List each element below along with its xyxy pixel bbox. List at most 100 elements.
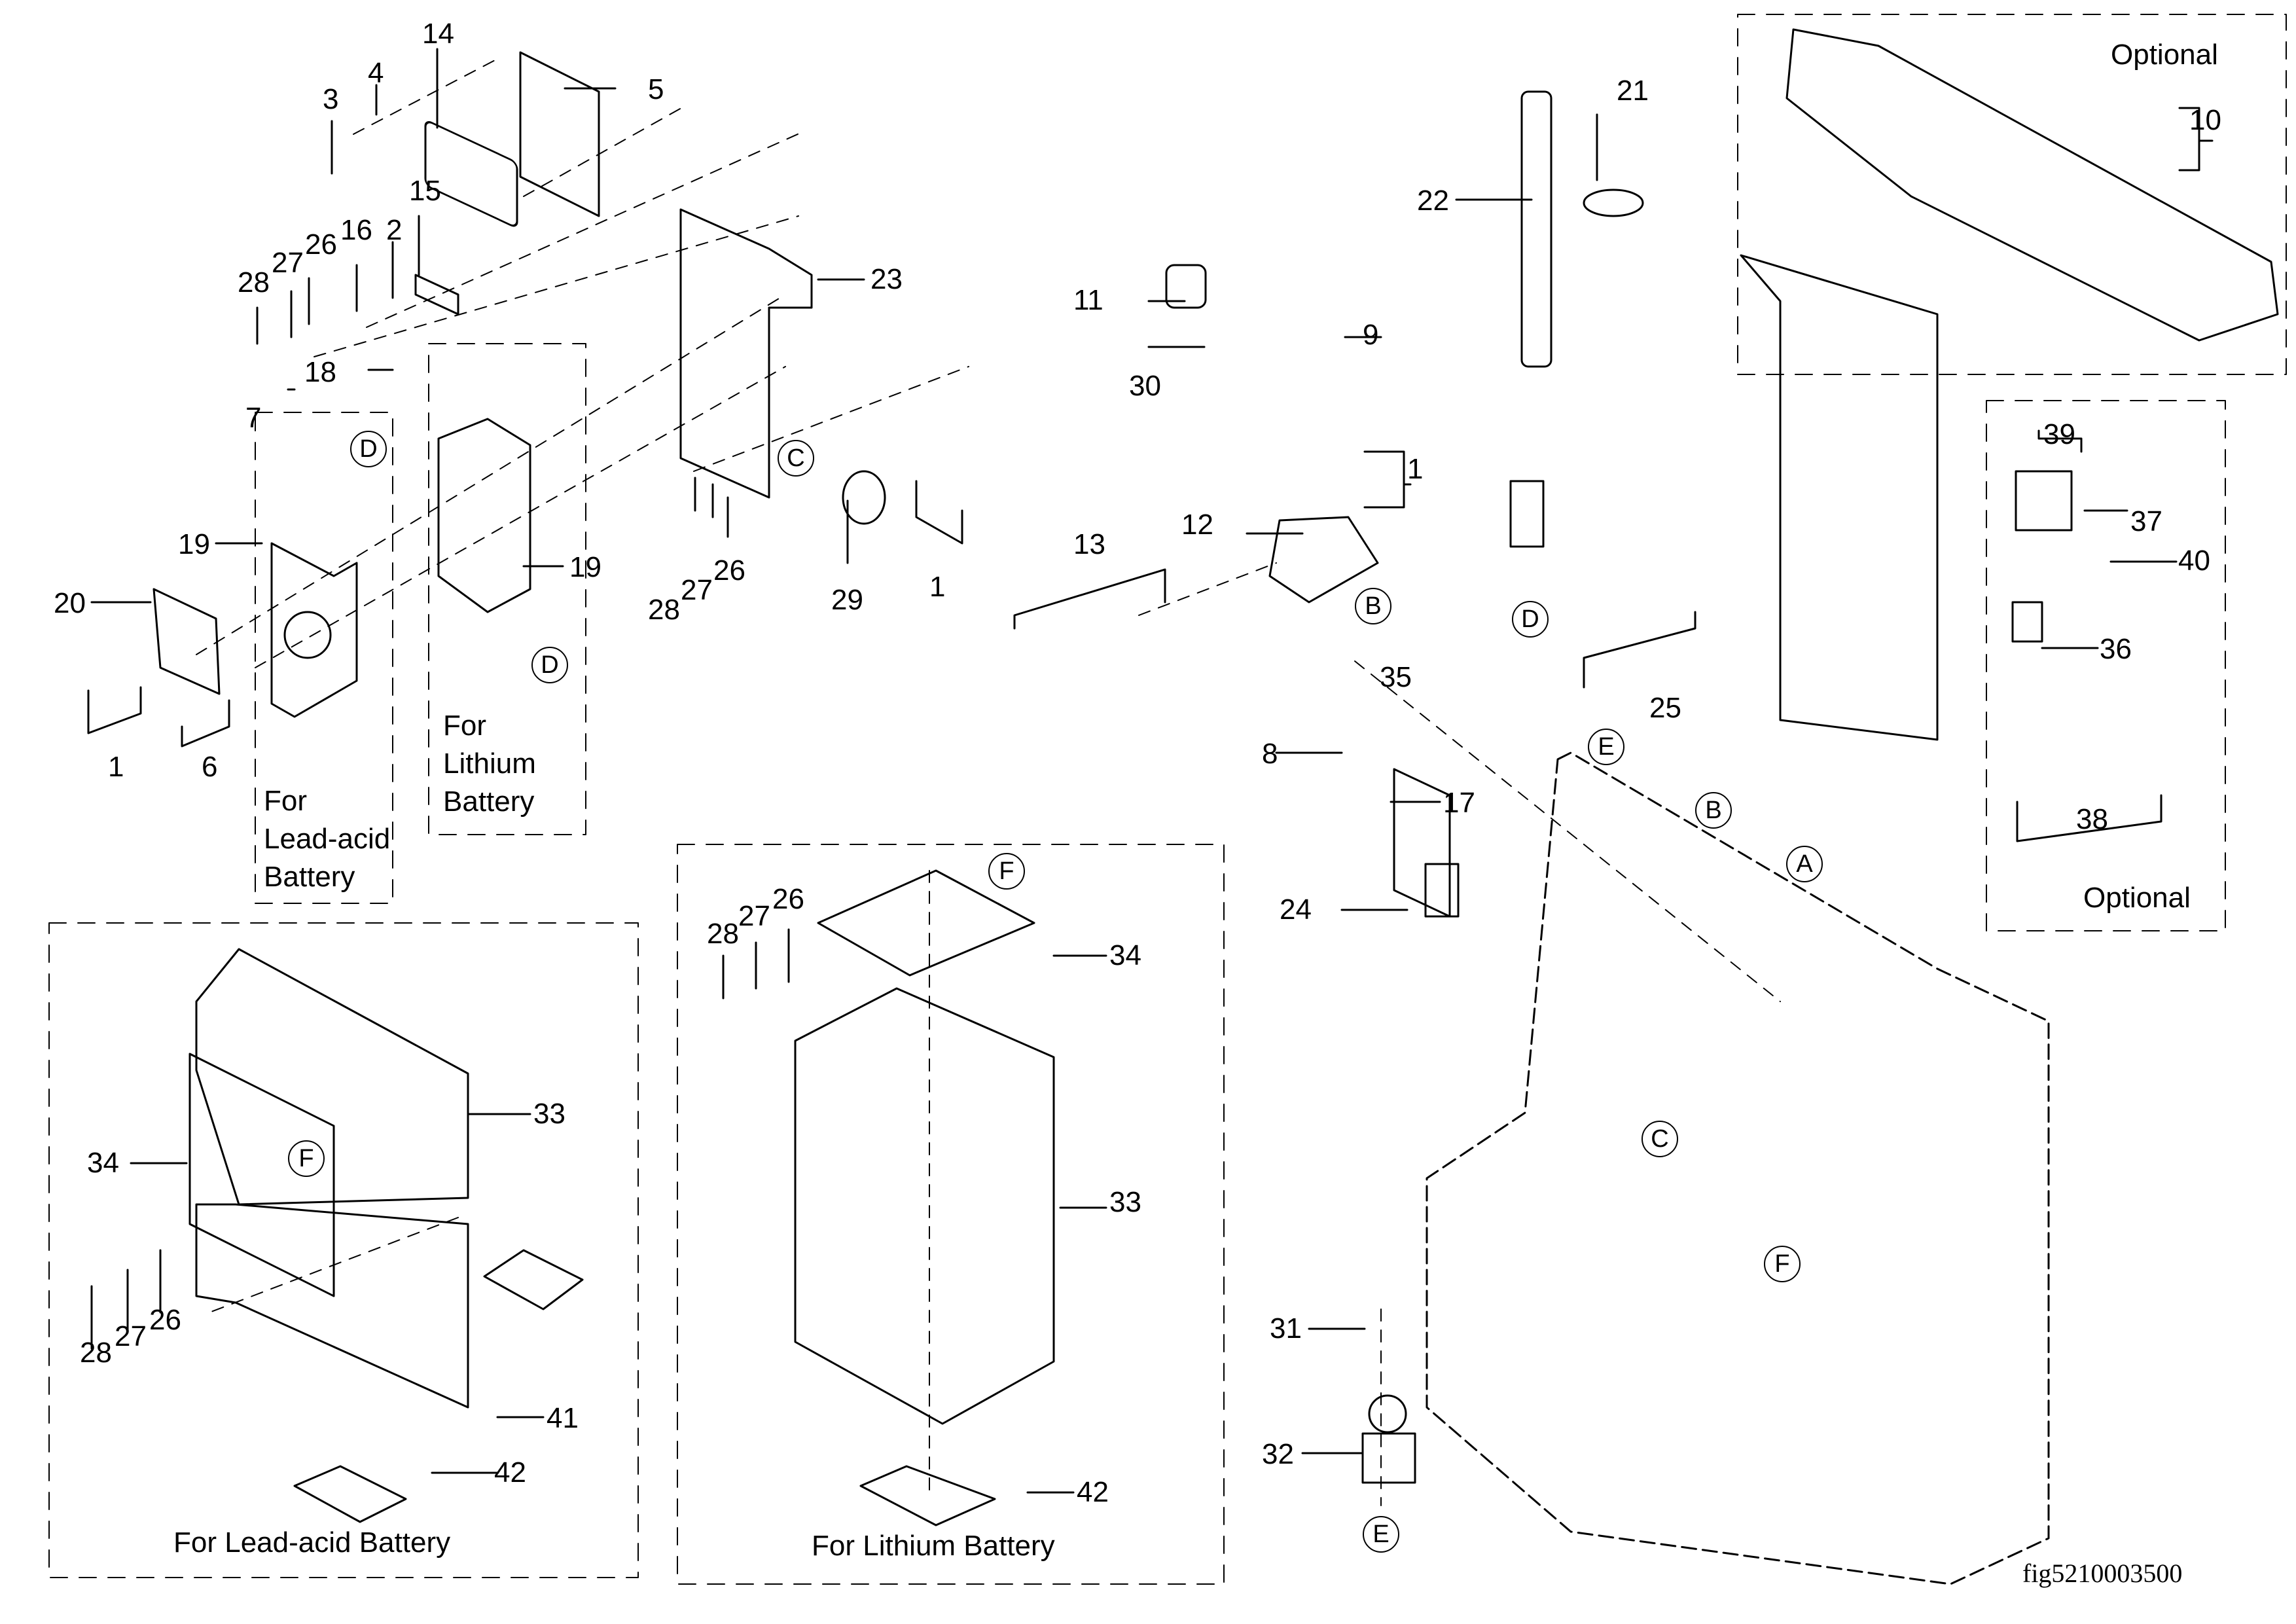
lead-acid-battery-bottom [195, 1203, 469, 1409]
callout-12: 12 [1181, 509, 1213, 541]
caption-lithium-charger: For Lithium Battery [443, 707, 536, 821]
callout-26c: 26 [149, 1304, 181, 1336]
callout-15: 15 [409, 175, 441, 207]
lead-acid-battery-top [195, 948, 469, 1206]
caption-line: Lead-acid [264, 823, 391, 856]
callout-14: 14 [422, 18, 454, 50]
lead-acid-charger-box [255, 412, 393, 904]
callout-28a: 28 [238, 266, 270, 298]
ref-mark-D: D [531, 647, 568, 683]
callout-28c: 28 [80, 1337, 112, 1369]
callout-19a: 19 [178, 528, 210, 560]
callout-33a: 33 [533, 1098, 565, 1130]
caption-optional-top: Optional [2111, 39, 2218, 71]
callout-8: 8 [1262, 738, 1278, 770]
part-42-pad-mid [483, 1249, 584, 1310]
callout-34a: 34 [87, 1147, 119, 1179]
ref-mark-F: F [288, 1140, 325, 1177]
callout-28b: 28 [648, 594, 680, 626]
callout-27d: 27 [738, 900, 770, 932]
truck-body [1426, 751, 2050, 1585]
callout-30: 30 [1129, 370, 1161, 402]
part-14-controller [424, 121, 518, 227]
callout-33b: 33 [1109, 1186, 1141, 1218]
callout-42b: 42 [1077, 1476, 1109, 1508]
caption-lead-acid-charger: For Lead-acid Battery [264, 782, 390, 896]
ref-mark-C: C [1641, 1121, 1678, 1157]
callout-19b: 19 [569, 551, 601, 583]
callout-17: 17 [1443, 787, 1475, 819]
ref-mark-B: B [1355, 588, 1391, 624]
callout-28d: 28 [707, 918, 739, 950]
ref-mark-D: D [350, 431, 387, 467]
callout-4: 4 [368, 57, 384, 89]
callout-39: 39 [2043, 418, 2075, 450]
callout-18: 18 [304, 356, 336, 388]
part-15-holder [414, 274, 459, 316]
ref-mark-C: C [778, 440, 814, 477]
callout-23: 23 [870, 263, 903, 295]
part-12-bracket [1268, 516, 1379, 604]
callout-42a: 42 [494, 1456, 526, 1489]
part-20-bracket [152, 588, 221, 695]
lithium-battery-box [677, 844, 1225, 1585]
caption-line: Battery [443, 785, 535, 818]
callout-6: 6 [202, 751, 218, 783]
callout-26b: 26 [713, 554, 745, 586]
callout-31: 31 [1270, 1312, 1302, 1344]
callout-41: 41 [547, 1402, 579, 1434]
callout-40: 40 [2178, 545, 2210, 577]
callout-27c: 27 [115, 1320, 147, 1352]
callout-2: 2 [386, 214, 403, 246]
part-42-pad-right [859, 1465, 996, 1526]
ref-mark-A: A [1786, 846, 1823, 882]
callout-1b: 1 [929, 571, 946, 603]
part-23-plate [679, 208, 813, 499]
ref-mark-F: F [1764, 1246, 1801, 1282]
ref-mark-E: E [1588, 729, 1624, 765]
callout-27b: 27 [681, 574, 713, 606]
callout-29: 29 [831, 584, 863, 616]
group-boxes [48, 14, 2287, 1585]
ref-mark-B: B [1695, 792, 1732, 829]
figure-id: fig5210003500 [2022, 1559, 2183, 1588]
callout-38: 38 [2076, 803, 2108, 835]
part-17-bracket [1393, 768, 1451, 918]
part-11-meter [1165, 264, 1207, 309]
callout-3: 3 [323, 83, 339, 115]
callout-1c: 1 [1407, 453, 1424, 485]
part-37-bracket [2015, 470, 2073, 532]
lithium-battery [794, 987, 1055, 1425]
part-32-estop [1361, 1432, 1416, 1484]
callout-5: 5 [648, 73, 664, 105]
part-19-lithium-charger [437, 418, 531, 613]
callout-1a: 1 [108, 751, 124, 783]
mast [1740, 254, 1939, 741]
ref-mark-F: F [988, 853, 1025, 890]
part-42-pad-left [293, 1465, 407, 1523]
part-19-leadacid-charger [270, 542, 358, 718]
ref-mark-E: E [1363, 1516, 1399, 1553]
caption-line: Lithium [443, 748, 536, 780]
callout-34b: 34 [1109, 939, 1141, 971]
callout-21: 21 [1617, 75, 1649, 107]
part-34-lithium-plate [817, 869, 1035, 977]
caption-optional-right: Optional [2083, 882, 2191, 914]
caption-line: For [443, 710, 486, 742]
assembly-lines [196, 58, 1781, 1506]
callout-36: 36 [2100, 633, 2132, 665]
optional-right-box [1986, 400, 2226, 931]
part-5-board [519, 51, 600, 217]
lithium-charger-box [428, 343, 586, 835]
callout-25: 25 [1649, 692, 1681, 724]
callout-32: 32 [1262, 1438, 1294, 1470]
callout-37: 37 [2130, 505, 2162, 537]
caption-lead-acid-group: For Lead-acid Battery [173, 1526, 451, 1559]
caption-line: For [264, 785, 307, 817]
callout-22: 22 [1417, 185, 1449, 217]
callout-9: 9 [1363, 319, 1379, 351]
caption-line: Battery [264, 861, 355, 893]
leader-lines [87, 48, 2214, 1494]
callout-26d: 26 [772, 883, 804, 915]
